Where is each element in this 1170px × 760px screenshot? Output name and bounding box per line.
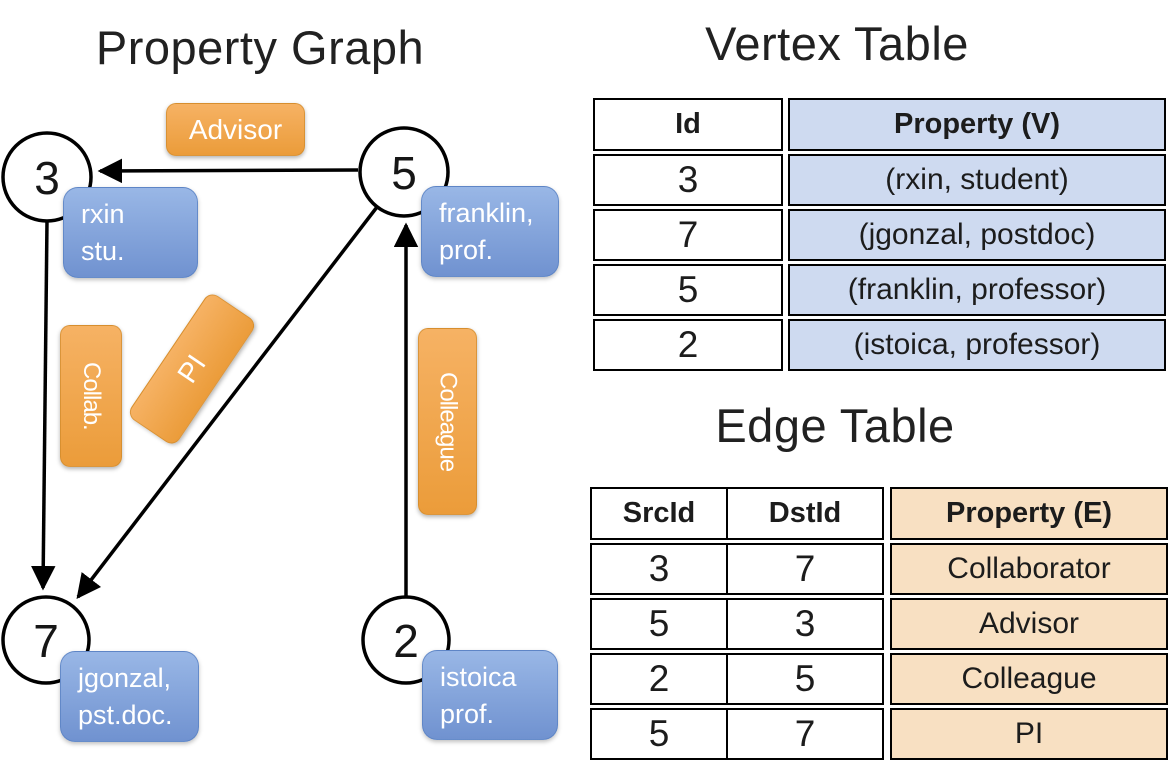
table-cell: PI [890, 708, 1168, 760]
table-cell: 2 [590, 653, 728, 705]
table-cell: 2 [593, 319, 783, 371]
table-cell: (jgonzal, postdoc) [788, 209, 1166, 261]
vertex-property-box-5: franklin, prof. [421, 186, 559, 277]
table-cell: 7 [726, 543, 884, 595]
vertex-table: Id 3 7 5 2 Property (V) (rxin, student) … [593, 98, 1166, 371]
column-header-property-e: Property (E) [890, 487, 1168, 540]
column-header-id: Id [593, 98, 783, 151]
table-cell: 7 [726, 708, 884, 760]
edge-table: SrcId DstId 3 7 5 3 2 5 5 7 Property (E) [590, 487, 1168, 760]
table-cell: (istoica, professor) [788, 319, 1166, 371]
table-cell: 3 [593, 154, 783, 206]
table-cell: 5 [590, 598, 728, 650]
column-header-dstid: DstId [726, 487, 884, 540]
edge-label-collab: Collab. [60, 325, 122, 467]
table-cell: Advisor [890, 598, 1168, 650]
vertex-table-title: Vertex Table [705, 17, 969, 70]
edge-arrow-5-to-7 [76, 205, 379, 599]
table-cell: (rxin, student) [788, 154, 1166, 206]
edge-label-colleague: Colleague [418, 328, 477, 515]
vertex-property-box-7: jgonzal, pst.doc. [60, 651, 199, 742]
vertex-property-line: pst.doc. [78, 700, 173, 731]
vertex-property-line: franklin, [439, 198, 534, 228]
table-cell: 5 [593, 264, 783, 316]
vertex-table-id-column: Id 3 7 5 2 [593, 98, 783, 371]
vertex-id-label: 3 [34, 152, 60, 204]
vertex-property-line: prof. [439, 235, 494, 266]
vertex-property-line: prof. [440, 699, 495, 730]
column-header-srcid: SrcId [590, 487, 728, 540]
vertex-id-label: 2 [393, 615, 419, 667]
column-header-property-v: Property (V) [788, 98, 1166, 151]
table-cell: 5 [726, 653, 884, 705]
vertex-id-label: 7 [33, 615, 59, 667]
table-cell: Colleague [890, 653, 1168, 705]
edge-table-ids-columns: SrcId DstId 3 7 5 3 2 5 5 7 [590, 487, 884, 760]
vertex-property-box-2: istoica prof. [422, 650, 558, 740]
vertex-property-line: istoica [440, 662, 517, 692]
edge-arrow-3-to-7 [30, 220, 56, 591]
table-cell: 3 [590, 543, 728, 595]
edge-arrow-5-to-3 [97, 158, 359, 184]
edge-table-property-column: Property (E) Collaborator Advisor Collea… [890, 487, 1168, 760]
vertex-property-line: jgonzal, [78, 663, 172, 693]
vertex-table-property-column: Property (V) (rxin, student) (jgonzal, p… [788, 98, 1166, 371]
property-graph-title: Property Graph [95, 21, 425, 74]
table-cell: 7 [593, 209, 783, 261]
table-cell: 3 [726, 598, 884, 650]
vertex-id-label: 5 [391, 147, 417, 199]
vertex-property-line: rxin [81, 199, 125, 229]
vertex-property-line: stu. [81, 236, 125, 267]
table-cell: 5 [590, 708, 728, 760]
table-cell: (franklin, professor) [788, 264, 1166, 316]
edge-label-advisor: Advisor [166, 103, 305, 156]
table-cell: Collaborator [890, 543, 1168, 595]
vertex-property-box-3: rxin stu. [63, 187, 198, 278]
edge-table-title: Edge Table [715, 399, 955, 452]
